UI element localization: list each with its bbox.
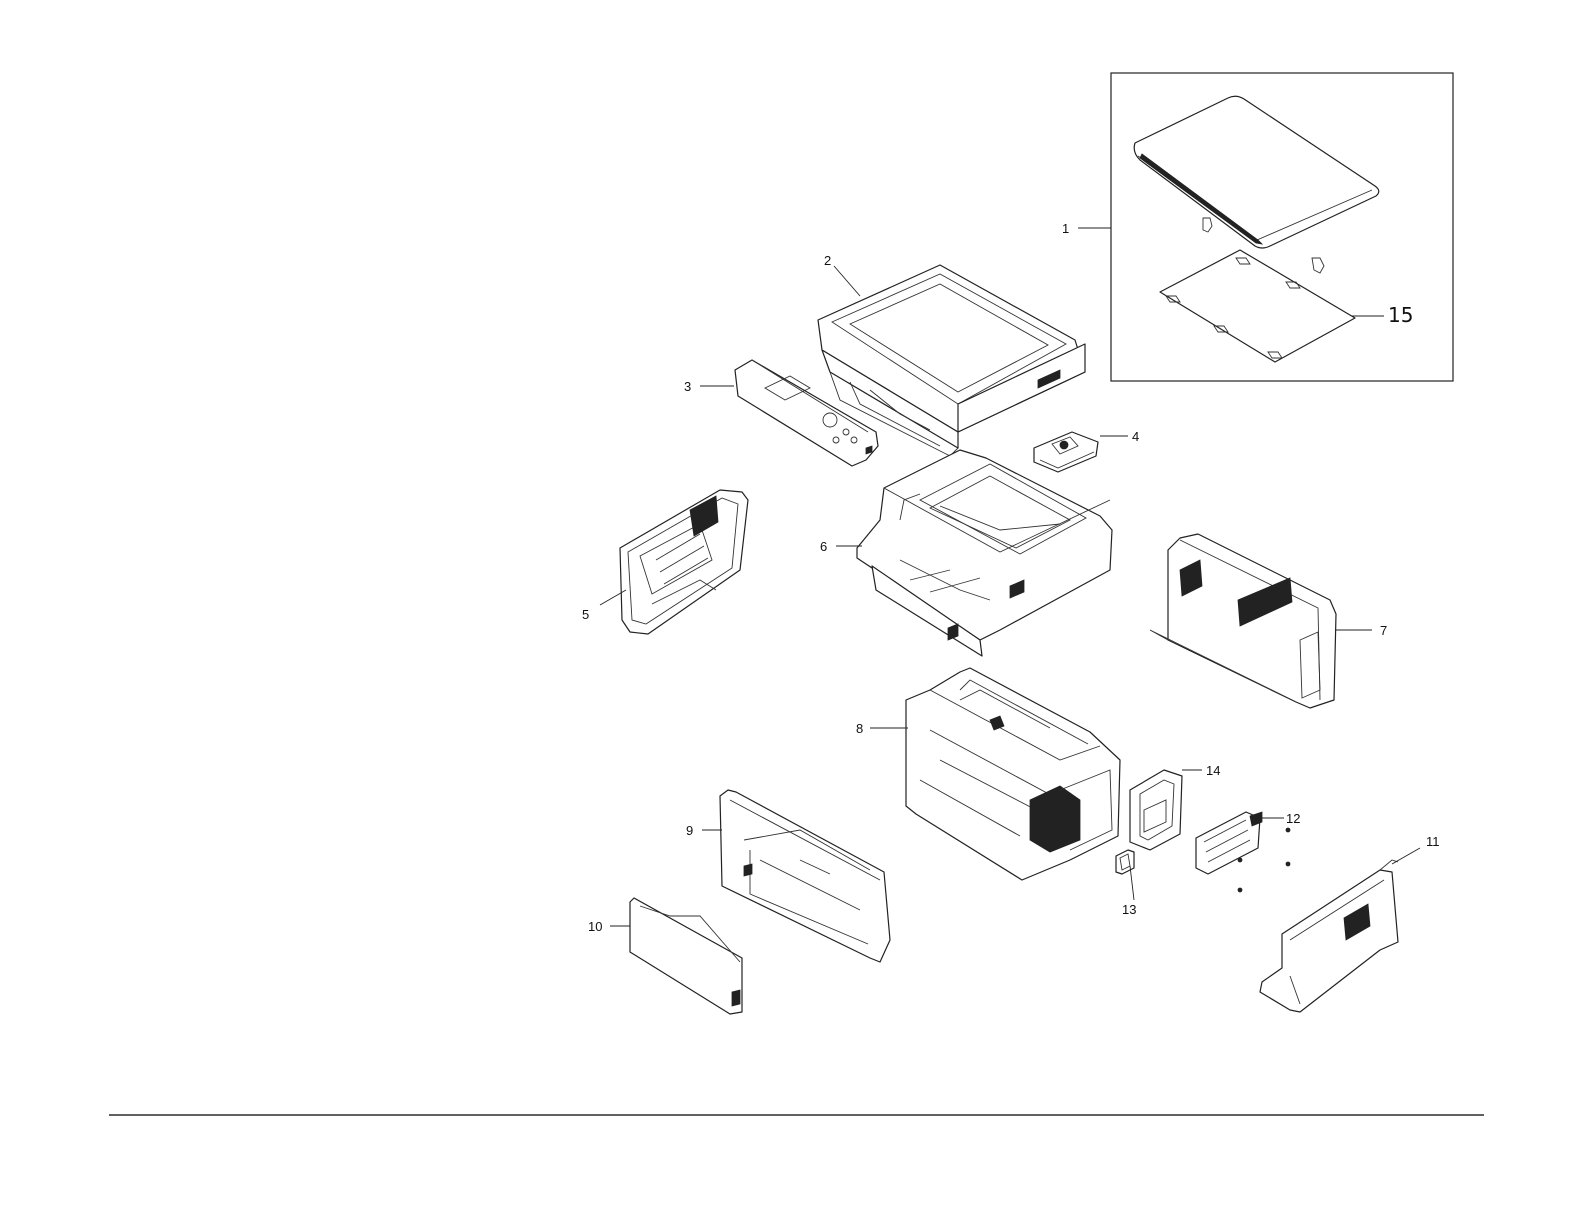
callout-7: 7 (1380, 623, 1387, 638)
callout-12: 12 (1286, 811, 1300, 826)
platen-cover-part (1134, 96, 1379, 273)
callout-5: 5 (582, 607, 589, 622)
controller-bracket-part (1130, 770, 1182, 850)
callout-1: 1 (1062, 221, 1069, 236)
left-cover-part (620, 490, 748, 634)
callout-8: 8 (856, 721, 863, 736)
main-body-part (857, 450, 1112, 656)
callout-11: 11 (1426, 834, 1440, 849)
chip-part (1116, 850, 1134, 874)
callout-3: 3 (684, 379, 691, 394)
tray-panel-part (630, 898, 742, 1014)
callout-4: 4 (1132, 429, 1139, 444)
callout-15: 15 (1388, 303, 1413, 327)
engine-frame-part (906, 668, 1120, 880)
document-pad-part (1160, 250, 1355, 362)
callout-13: 13 (1122, 902, 1136, 917)
callout-2: 2 (824, 253, 831, 268)
rear-cover-part (1260, 860, 1398, 1012)
callout-10: 10 (588, 919, 602, 934)
front-cover-part (720, 790, 890, 962)
callout-14: 14 (1206, 763, 1220, 778)
callout-6: 6 (820, 539, 827, 554)
right-cover-part (1150, 534, 1336, 708)
callout-9: 9 (686, 823, 693, 838)
main-board-part (1196, 812, 1290, 892)
pickup-roller-part (1034, 432, 1098, 472)
